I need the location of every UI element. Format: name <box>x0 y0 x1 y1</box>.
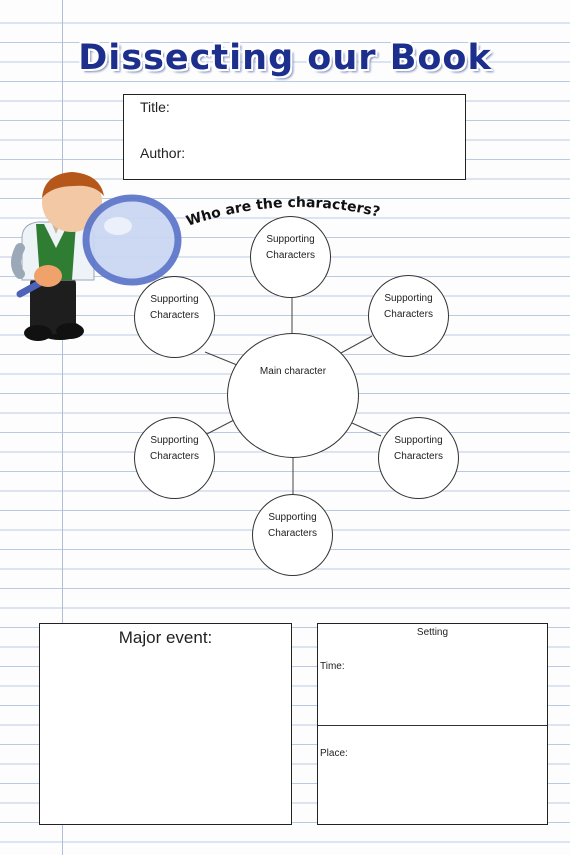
page-title: Dissecting our Book <box>78 38 492 78</box>
page-margin-line <box>62 0 63 855</box>
supporting-character-label: Supporting Characters <box>150 435 199 462</box>
book-info-box: Title: Author: <box>123 94 466 180</box>
author-label: Author: <box>140 145 186 161</box>
major-event-box: Major event: <box>39 623 292 825</box>
setting-divider <box>318 725 547 726</box>
title-label: Title: <box>140 99 170 115</box>
supporting-character-circle-upper-right: Supporting Characters <box>368 275 449 357</box>
supporting-character-circle-top: Supporting Characters <box>250 216 331 298</box>
major-event-label: Major event: <box>118 628 213 647</box>
supporting-character-circle-lower-right: Supporting Characters <box>378 417 459 499</box>
supporting-character-circle-lower-left: Supporting Characters <box>134 417 215 499</box>
supporting-character-label: Supporting Characters <box>384 293 433 320</box>
supporting-character-label: Supporting Characters <box>266 234 315 261</box>
supporting-character-circle-upper-left: Supporting Characters <box>134 276 215 358</box>
time-label: Time: <box>320 661 345 672</box>
setting-box: Setting Time: Place: <box>317 623 548 825</box>
main-character-label: Main character <box>259 366 327 377</box>
main-character-circle: Main character <box>227 333 359 458</box>
supporting-character-label: Supporting Characters <box>394 435 443 462</box>
magnifying-glass-boy-icon <box>8 168 188 348</box>
supporting-character-label: Supporting Characters <box>268 512 317 539</box>
supporting-character-circle-bottom: Supporting Characters <box>252 494 333 576</box>
supporting-character-label: Supporting Characters <box>150 294 199 321</box>
place-label: Place: <box>320 748 348 759</box>
setting-label: Setting <box>416 627 449 638</box>
